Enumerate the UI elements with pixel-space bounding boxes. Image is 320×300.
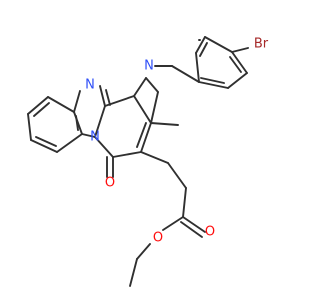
bromophenyl-ring: [195, 36, 248, 89]
c-br-bond: [231, 47, 249, 53]
atom-label-group: Br N N N O O O: [85, 37, 269, 246]
benzyl-nitrogen-label: N: [144, 59, 154, 74]
benzo-ring: [27, 96, 83, 153]
carbonyl-oxygen-label: O: [105, 176, 115, 191]
ester-ether-oxygen-label: O: [153, 231, 163, 246]
ester-chain: [129, 151, 206, 287]
ester-carbonyl-oxygen-label: O: [205, 225, 215, 240]
molecule-canvas: Br N N N O O O: [27, 36, 269, 287]
imine-nitrogen-label: N: [85, 78, 95, 93]
molecule-structure: Br N N N O O O: [27, 36, 269, 287]
bridgehead-nitrogen-label: N: [90, 130, 100, 145]
methyl-bond: [150, 122, 179, 126]
bromine-atom-label: Br: [254, 37, 269, 52]
pyrimidinone-ring: [94, 77, 159, 158]
benzyl-ch2-bond: [171, 65, 200, 83]
